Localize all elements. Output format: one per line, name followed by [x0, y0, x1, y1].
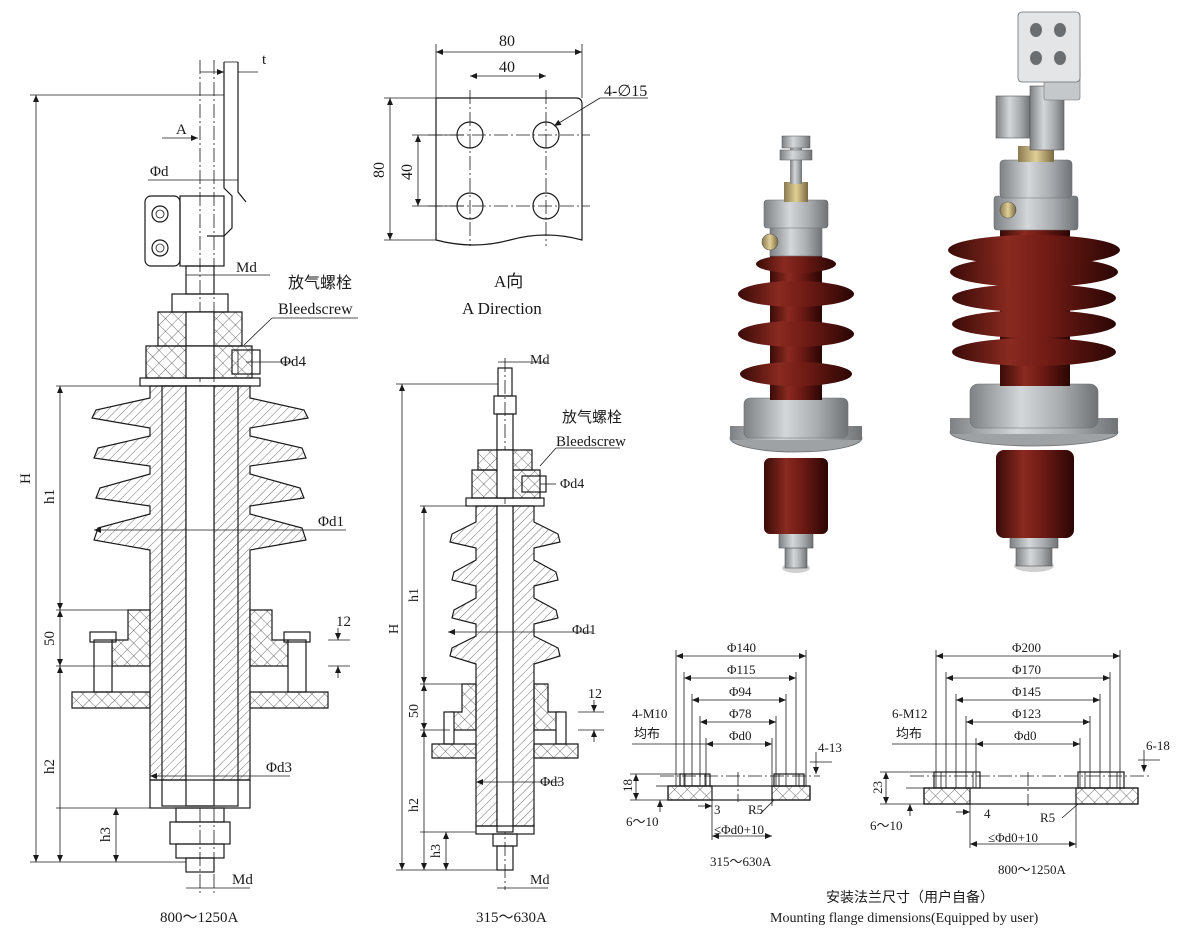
mid-label-h1: h1: [407, 588, 422, 602]
fs-n3: 3: [714, 802, 721, 817]
left-label-h1: h1: [42, 489, 58, 504]
fl-r5: R5: [1040, 810, 1055, 825]
flange-small-drawing: Φ140 Φ115 Φ94 Φ78 Φd0 4-M10 均布 4-13 18 6…: [620, 640, 842, 869]
mid-label-h3: h3: [429, 844, 444, 858]
fs-spread: 均布: [634, 726, 660, 741]
left-label-md-bottom: Md: [232, 872, 253, 888]
left-label-50: 50: [42, 631, 58, 646]
fs-r5: R5: [748, 802, 763, 817]
fs-d78: Φ78: [729, 706, 752, 721]
left-label-h3: h3: [98, 827, 114, 842]
fl-d123: Φ123: [1012, 706, 1041, 721]
left-label-md-top: Md: [236, 260, 257, 276]
fl-t610: 6～10: [870, 818, 903, 833]
fs-le: ≤Φd0+10: [714, 822, 764, 837]
left-bushing-drawing: t A Φd Md 放气螺栓 Bleedscrew Φd4 H h1 Φd1 5…: [18, 52, 358, 926]
left-label-A: A: [176, 122, 187, 138]
mid-label-phi-d4: Φd4: [560, 477, 584, 492]
a-caption-en: A Direction: [462, 299, 542, 318]
fl-h23: 23: [870, 781, 885, 794]
left-label-phi-d: Φd: [150, 164, 169, 180]
left-label-12: 12: [336, 614, 351, 630]
fs-d115: Φ115: [727, 662, 756, 677]
left-label-h2: h2: [42, 759, 58, 774]
fl-spread: 均布: [896, 726, 922, 741]
product-photo-small: [729, 135, 863, 573]
fl-side: 6-18: [1146, 738, 1170, 753]
flange-large-drawing: Φ200 Φ170 Φ145 Φ123 Φd0 6-M12 均布 6-18 23…: [870, 640, 1170, 877]
left-label-phi-d3: Φd3: [266, 760, 292, 776]
mid-label-phi-d3: Φd3: [540, 775, 564, 790]
fl-d0: Φd0: [1014, 728, 1037, 743]
mid-label-H: H: [387, 624, 402, 634]
fl-d200: Φ200: [1012, 640, 1041, 655]
mid-caption: 315～630A: [476, 910, 547, 926]
mid-label-md-bottom: Md: [530, 873, 549, 888]
left-bleed-cn: 放气螺栓: [288, 274, 352, 292]
fs-d94: Φ94: [729, 684, 752, 699]
a-holes: 4-∅15: [604, 83, 647, 100]
fs-t610: 6～10: [626, 814, 659, 829]
a-caption-cn: A向: [494, 272, 523, 291]
mid-label-12: 12: [588, 687, 602, 702]
a-direction-view: 80 40 4-∅15 80 40 A向 A Direction: [371, 33, 648, 318]
mid-bleed-cn: 放气螺栓: [562, 409, 622, 426]
left-bleed-en: Bleedscrew: [278, 301, 353, 318]
fs-d0: Φd0: [729, 728, 752, 743]
fs-d140: Φ140: [727, 640, 756, 655]
fl-caption: 800～1250A: [998, 862, 1067, 877]
left-label-t: t: [262, 52, 267, 68]
left-label-H: H: [18, 473, 34, 484]
a-dim-80-side: 80: [371, 162, 388, 178]
fl-le: ≤Φd0+10: [988, 830, 1038, 845]
fl-d170: Φ170: [1012, 662, 1041, 677]
fl-bolts: 6-M12: [892, 706, 927, 721]
a-dim-40-side: 40: [399, 164, 416, 180]
fs-bolts: 4-M10: [632, 706, 667, 721]
a-dim-40-top: 40: [499, 59, 515, 76]
left-label-phi-d1: Φd1: [318, 514, 344, 530]
mid-label-h2: h2: [407, 798, 422, 812]
a-dim-80-top: 80: [499, 33, 515, 50]
left-label-phi-d4: Φd4: [280, 354, 306, 370]
middle-bushing-drawing: Md 放气螺栓 Bleedscrew Φd4 H h1 Φd1 12 50 Φd…: [387, 353, 626, 926]
mid-label-md-top: Md: [530, 353, 549, 368]
footer-caption-en: Mounting flange dimensions(Equipped by u…: [770, 911, 1039, 926]
mid-bleed-en: Bleedscrew: [556, 434, 626, 450]
left-caption: 800～1250A: [160, 910, 239, 926]
mid-label-50: 50: [407, 704, 422, 718]
mid-label-phi-d1: Φd1: [572, 623, 596, 638]
product-photo-large: [948, 11, 1120, 572]
fl-d145: Φ145: [1012, 684, 1041, 699]
fs-caption: 315～630A: [710, 854, 772, 869]
fl-n4: 4: [984, 806, 991, 821]
footer-caption-cn: 安装法兰尺寸（用户自备）: [826, 889, 994, 906]
fs-side: 4-13: [818, 740, 842, 755]
fs-h18: 18: [620, 779, 635, 792]
